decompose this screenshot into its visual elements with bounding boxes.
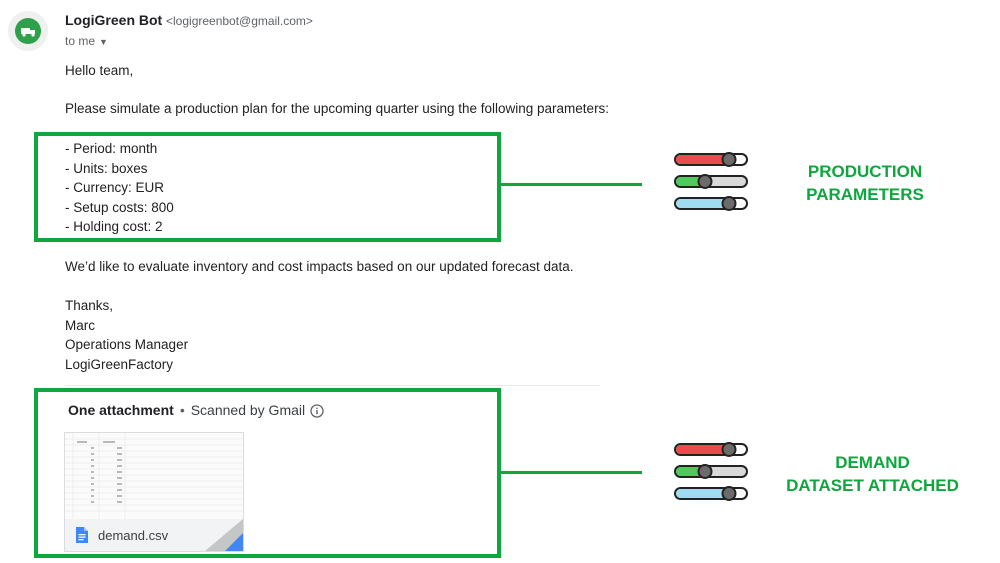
sliders-icon: [674, 442, 748, 501]
email-request: We’d like to evaluate inventory and cost…: [65, 259, 574, 274]
signature-company: LogiGreenFactory: [65, 357, 174, 372]
document-icon: [76, 527, 88, 543]
attachment-highlight-box: [34, 388, 501, 558]
attachment-separator: •: [179, 402, 185, 418]
page-fold-icon: [205, 519, 243, 551]
parameter-currency: - Currency: EUR: [65, 180, 165, 195]
recipient-label: to me: [65, 34, 96, 48]
caret-down-icon: ▼: [99, 37, 108, 47]
demand-dataset-label: DEMAND DATASET ATTACHED: [770, 451, 975, 497]
parameters-connector-line: [501, 183, 642, 186]
production-label-line1: PRODUCTION: [807, 162, 923, 181]
parameters-highlight-box: [34, 132, 501, 242]
logigreen-logo-icon: [8, 11, 48, 51]
attachment-card[interactable]: demand.csv: [64, 432, 244, 552]
production-label-line2: PARAMETERS: [806, 185, 924, 204]
signature-name: Marc: [65, 318, 95, 333]
demand-label-line2: DATASET ATTACHED: [786, 476, 959, 495]
signature-title: Operations Manager: [65, 337, 189, 352]
demand-label-line1: DEMAND: [835, 453, 910, 472]
parameter-period: - Period: month: [65, 141, 158, 156]
parameter-holding-cost: - Holding cost: 2: [65, 219, 163, 234]
attachment-header: One attachment • Scanned by Gmail: [68, 402, 324, 418]
attachment-count-title: One attachment: [68, 402, 174, 418]
parameter-units: - Units: boxes: [65, 161, 148, 176]
production-parameters-label: PRODUCTION PARAMETERS: [785, 160, 945, 206]
sender-avatar[interactable]: [8, 11, 48, 51]
attachment-footer[interactable]: demand.csv: [65, 519, 243, 551]
attachment-divider: [65, 385, 600, 386]
attachment-file-name[interactable]: demand.csv: [98, 528, 169, 543]
attachment-connector-line: [501, 471, 642, 474]
sender-name[interactable]: LogiGreen Bot: [65, 12, 163, 28]
info-icon[interactable]: [310, 404, 324, 418]
spreadsheet-preview-thumbnail: [65, 433, 243, 519]
parameter-setup-costs: - Setup costs: 800: [65, 200, 174, 215]
email-greeting: Hello team,: [65, 63, 134, 78]
sliders-icon: [674, 152, 748, 211]
scan-status: Scanned by Gmail: [190, 402, 306, 418]
email-closing: Thanks,: [65, 298, 114, 313]
recipient-details-toggle[interactable]: to me▼: [65, 34, 108, 48]
sender-email: <logigreenbot@gmail.com>: [166, 14, 313, 28]
email-intro: Please simulate a production plan for th…: [65, 101, 610, 116]
